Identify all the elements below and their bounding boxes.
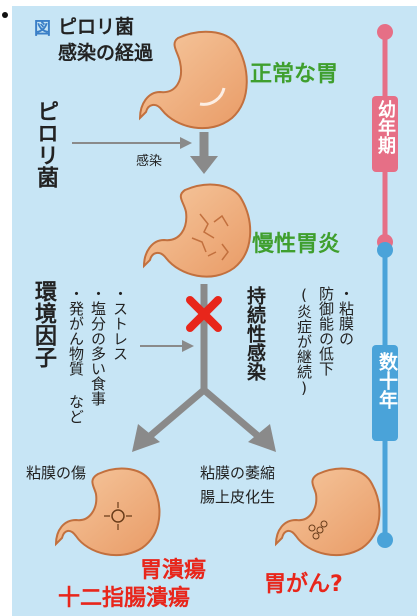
stage-cancer-label: 胃がん? bbox=[264, 572, 343, 597]
mucosa-line3: (炎症が継続) bbox=[295, 286, 313, 397]
environment-arrow bbox=[140, 340, 194, 352]
timeline-bar bbox=[372, 24, 398, 548]
infection-arrow bbox=[72, 137, 192, 149]
arrow-normal-to-gastritis bbox=[190, 132, 218, 174]
timeline-decades-label: 数十年 bbox=[375, 352, 398, 409]
outcome-right-line1: 粘膜の萎縮 bbox=[200, 464, 276, 482]
normal-stomach-illustration bbox=[138, 30, 248, 130]
mucosa-line2: 防御能の低下 bbox=[317, 286, 335, 376]
ulcer-stomach-illustration bbox=[54, 467, 161, 557]
stage-gastritis-label: 慢性胃炎 bbox=[252, 232, 341, 257]
gastritis-stomach-illustration bbox=[142, 183, 252, 278]
infection-label: 感染 bbox=[136, 154, 163, 169]
figure-title-line2: 感染の経過 bbox=[58, 42, 154, 64]
outcome-right-line2: 腸上皮化生 bbox=[200, 488, 276, 506]
cancer-stomach-illustration bbox=[274, 467, 381, 557]
figure-title-line1: ピロリ菌 bbox=[58, 16, 135, 38]
figure-label: 図 bbox=[34, 19, 51, 39]
pylori-label: ピロリ菌 bbox=[33, 100, 58, 188]
red-x-mark bbox=[186, 296, 222, 332]
timeline-childhood-label: 幼年期 bbox=[375, 100, 396, 154]
mucosa-line1: ・粘膜の bbox=[337, 286, 355, 346]
persistence-path bbox=[132, 284, 276, 452]
stage-ulcer-line1: 胃潰瘍 bbox=[140, 558, 207, 583]
persistent-infection-label: 持続性感染 bbox=[243, 286, 266, 381]
environment-item-2: ・塩分の多い食事 bbox=[89, 286, 107, 406]
environment-title: 環境因子 bbox=[31, 280, 56, 368]
stage-normal-label: 正常な胃 bbox=[250, 62, 339, 87]
corner-bullet bbox=[2, 12, 8, 18]
outcome-left-label: 粘膜の傷 bbox=[26, 464, 87, 482]
environment-item-1: ・ストレス bbox=[111, 286, 129, 361]
environment-item-3: ・発がん物質 など bbox=[67, 286, 85, 424]
stage-ulcer-line2: 十二指腸潰瘍 bbox=[58, 586, 191, 611]
